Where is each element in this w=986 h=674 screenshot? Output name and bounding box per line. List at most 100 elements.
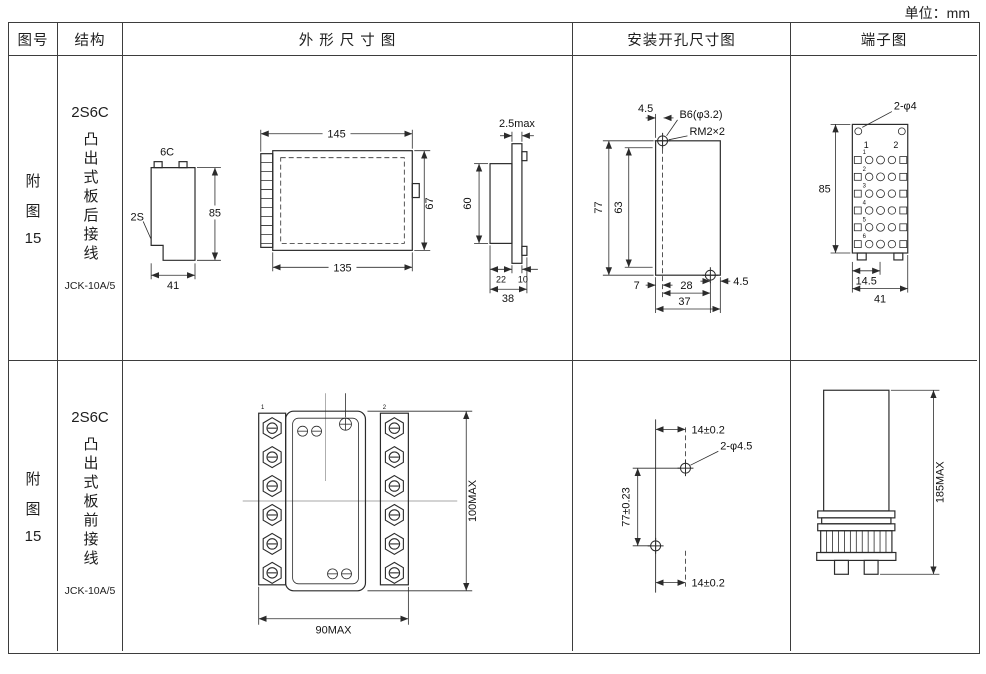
dim-38-label: 38 — [502, 293, 514, 305]
terminal-ears — [854, 111, 906, 136]
cutout-outline — [655, 140, 721, 276]
col-header-mounting-dims: 安装开孔尺寸图 — [573, 23, 791, 56]
outline-drawing-front: 1 2 100MAX 90MAX — [242, 393, 479, 637]
terminal-row-num: 1 — [863, 150, 866, 156]
mounting-dim-lines — [602, 113, 731, 314]
outline-drawing-rear: 6C 2S 85 41 — [130, 118, 538, 305]
dim-63-label: 63 — [613, 201, 625, 213]
figure-no-char: 附 — [25, 470, 41, 488]
structure-cell-row2: 2S6C 凸出式板前接线 JCK-10A/5 — [58, 361, 123, 651]
stud-spec-label: RM2×2 — [689, 126, 725, 138]
mounting-drawing-cell-row2: 14±0.2 2-φ4.5 77±0.23 14±0.2 — [573, 361, 791, 651]
dim-22-label: 22 — [496, 274, 506, 284]
mounting-hole-drawing-front: 14±0.2 2-φ4.5 77±0.23 14±0.2 — [621, 419, 752, 593]
dim-77-tol-label: 77±0.23 — [621, 487, 633, 526]
unit-label: 单位：mm — [904, 5, 970, 21]
dim-145-label: 145 — [327, 129, 345, 141]
figure-no-cell-row2: 附 图 15 — [9, 361, 58, 651]
dim-77-label: 77 — [593, 201, 605, 213]
dim-185max-label: 185MAX — [934, 461, 946, 503]
dim-145-terminal-label: 14.5 — [856, 276, 877, 288]
figure-no-char: 图 — [25, 500, 41, 518]
wiring-type-label: 凸出式板后接线 — [81, 131, 99, 264]
terminal-col2-label: 2 — [893, 140, 898, 150]
structure-cell-row1: 2S6C 凸出式板后接线 JCK-10A/5 — [58, 56, 123, 361]
wiring-type-label: 凸出式板前接线 — [81, 436, 99, 569]
terminal-block-outline — [851, 123, 909, 261]
dim-85-terminal-label: 85 — [819, 184, 831, 196]
screw-spec-label: B6(φ3.2) — [680, 109, 723, 121]
relay-side-view — [260, 150, 420, 251]
figure-no-char: 15 — [24, 527, 42, 545]
col-header-mounting-dims-label: 安装开孔尺寸图 — [627, 32, 736, 49]
dim-14-top-label: 14±0.2 — [691, 424, 724, 436]
outline-drawing-cell-row1: 6C 2S 85 41 — [123, 56, 573, 361]
col-header-figure-no-label: 图号 — [17, 32, 49, 49]
figure-no-char: 图 — [25, 202, 41, 220]
terminal-dim-lines — [830, 124, 909, 293]
dim-85-label: 85 — [209, 207, 221, 219]
dim-2s-label: 2S — [130, 211, 143, 223]
dim-67-label: 67 — [424, 197, 436, 209]
figure-no-char: 附 — [25, 172, 41, 190]
dim-28-label: 28 — [680, 280, 692, 292]
dim-37-label: 37 — [678, 296, 690, 308]
mounting-hole-drawing-rear: 4.5 B6(φ3.2) RM2×2 77 63 7 28 37 4.5 — [593, 103, 748, 314]
dim-100max-label: 100MAX — [467, 479, 479, 522]
corner-num-1: 1 — [261, 405, 265, 411]
mounting-hole-top — [654, 132, 672, 150]
view-c-dim-lines — [474, 131, 538, 294]
outline-drawing-cell-row2: 1 2 100MAX 90MAX — [123, 361, 573, 651]
front-dim-lines — [258, 410, 473, 625]
dim-7-label: 7 — [634, 280, 640, 292]
terminal-diagram-rear: 1 2 3 4 5 6 2-φ4 1 2 8 — [819, 101, 917, 306]
col-header-terminal-diagram: 端子图 — [791, 23, 977, 56]
dim-14-bottom-label: 14±0.2 — [691, 578, 724, 590]
terminal-row-num: 4 — [863, 201, 867, 207]
terminal-row-num: 5 — [863, 217, 867, 223]
relay-front-view — [489, 143, 528, 264]
terminal-grid — [853, 155, 908, 249]
col-header-structure: 结构 — [58, 23, 123, 56]
col-header-outline-dims: 外 形 尺 寸 图 — [123, 23, 573, 56]
dim-45-top-label: 4.5 — [638, 103, 653, 115]
dim-45-right-label: 4.5 — [733, 276, 748, 288]
figure-no-cell-row1: 附 图 15 — [9, 56, 58, 361]
terminal-row-num: 3 — [863, 184, 867, 190]
dim-90max-label: 90MAX — [316, 625, 353, 637]
terminal-hexes-left — [262, 417, 282, 584]
dim-41-terminal-label: 41 — [874, 293, 886, 305]
terminal-holes-label: 2-φ4 — [894, 101, 917, 113]
model-label: 2S6C — [71, 104, 109, 121]
relay-front-face — [258, 410, 409, 592]
dim-25max-label: 2.5max — [499, 118, 535, 130]
terminal-drawing-cell-row2: 185MAX — [791, 361, 977, 651]
corner-num-2: 2 — [383, 405, 387, 411]
terminal-hexes-right — [384, 417, 404, 584]
view-a-dim-lines — [150, 167, 221, 280]
terminal-drawing-cell-row1: 1 2 3 4 5 6 2-φ4 1 2 8 — [791, 56, 977, 361]
terminal-row-num: 6 — [863, 234, 867, 240]
face-details — [297, 393, 352, 580]
part-number-label: JCK-10A/5 — [64, 585, 116, 597]
side-dim-lines — [880, 389, 940, 575]
drill-dim-lines — [632, 426, 719, 586]
spec-table: 图号 结构 外 形 尺 寸 图 安装开孔尺寸图 端子图 附 图 15 2S6C … — [8, 22, 980, 654]
mounting-drawing-cell-row1: 4.5 B6(φ3.2) RM2×2 77 63 7 28 37 4.5 — [573, 56, 791, 361]
dim-10-label: 10 — [518, 274, 528, 284]
col-header-structure-label: 结构 — [74, 32, 106, 49]
dim-41-label: 41 — [167, 280, 179, 292]
col-header-terminal-diagram-label: 端子图 — [860, 32, 908, 49]
dim-60-label: 60 — [462, 197, 474, 209]
col-header-outline-dims-label: 外 形 尺 寸 图 — [298, 32, 397, 49]
relay-left-profile — [150, 161, 196, 261]
drill-holes-label: 2-φ4.5 — [720, 440, 752, 452]
terminal-col1-label: 1 — [864, 140, 869, 150]
col-header-figure-no: 图号 — [9, 23, 58, 56]
model-label: 2S6C — [71, 409, 109, 426]
dim-6c-label: 6C — [160, 147, 174, 159]
part-number-label: JCK-10A/5 — [64, 280, 116, 292]
terminal-side-view: 185MAX — [816, 389, 946, 575]
figure-no-char: 15 — [24, 229, 42, 247]
